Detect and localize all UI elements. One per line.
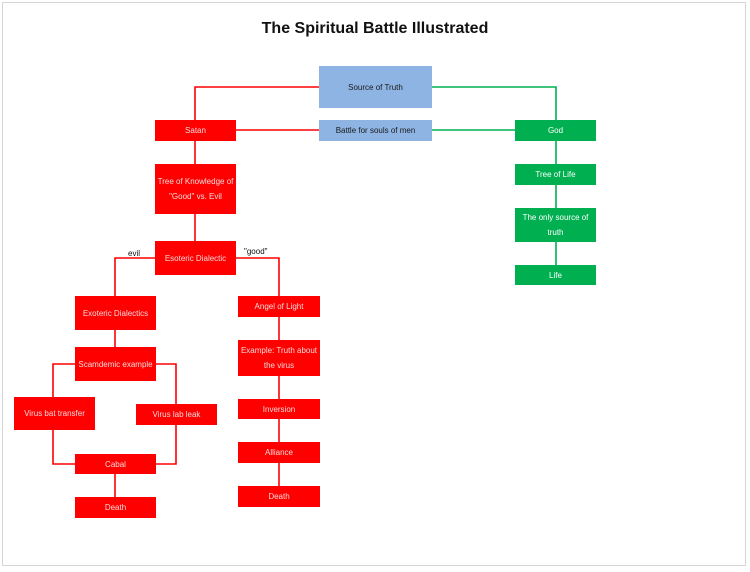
node-scamdemic-example: Scamdemic example bbox=[75, 347, 156, 381]
connector-source-satan bbox=[194, 86, 319, 120]
node-death-left-label: Death bbox=[104, 503, 127, 512]
node-death-left: Death bbox=[75, 497, 156, 518]
node-tree-of-life: Tree of Life bbox=[515, 164, 596, 185]
connector-lab-cabal bbox=[156, 425, 177, 465]
connector-esoteric-angel bbox=[236, 257, 280, 296]
node-satan: Satan bbox=[155, 120, 236, 141]
connector-scamdemic-lab bbox=[156, 363, 177, 404]
node-angel-of-light-label: Angel of Light bbox=[254, 302, 304, 311]
diagram-title: The Spiritual Battle Illustrated bbox=[261, 20, 489, 37]
node-scamdemic-example-label: Scamdemic example bbox=[78, 359, 153, 369]
node-tree-of-knowledge: Tree of Knowledge of "Good" vs. Evil bbox=[155, 164, 236, 214]
node-inversion-label: Inversion bbox=[262, 404, 296, 414]
node-life: Life bbox=[515, 265, 596, 285]
node-death-right: Death bbox=[238, 486, 320, 507]
node-tree-of-life-label: Tree of Life bbox=[535, 170, 576, 179]
node-example-truth-label: Example: Truth about the virus bbox=[240, 346, 318, 370]
page-border bbox=[2, 2, 746, 566]
node-virus-lab-leak-label: Virus lab leak bbox=[152, 410, 201, 419]
node-alliance: Alliance bbox=[238, 442, 320, 463]
node-exoteric-dialectics: Exoteric Dialectics bbox=[75, 296, 156, 330]
node-alliance-label: Alliance bbox=[264, 448, 293, 457]
node-battle: Battle for souls of men bbox=[319, 120, 432, 141]
node-only-source-of-truth: The only source of truth bbox=[515, 208, 596, 242]
connector-scamdemic-bat bbox=[52, 363, 75, 397]
node-cabal-label: Cabal bbox=[105, 459, 126, 469]
node-esoteric-dialectic: Esoteric Dialectic bbox=[155, 241, 236, 275]
node-god: God bbox=[515, 120, 596, 141]
node-satan-label: Satan bbox=[185, 126, 206, 135]
node-angel-of-light: Angel of Light bbox=[238, 296, 320, 317]
node-god-label: God bbox=[547, 126, 564, 135]
edge-label-good: "good" bbox=[244, 247, 268, 256]
node-battle-label: Battle for souls of men bbox=[335, 126, 416, 135]
node-virus-bat-transfer: Virus bat transfer bbox=[14, 397, 95, 430]
node-tree-of-knowledge-label: Tree of Knowledge of "Good" vs. Evil bbox=[157, 177, 234, 201]
node-life-label: Life bbox=[549, 270, 562, 280]
node-example-truth: Example: Truth about the virus bbox=[238, 340, 320, 376]
node-cabal: Cabal bbox=[75, 454, 156, 474]
node-virus-bat-transfer-label: Virus bat transfer bbox=[24, 409, 85, 418]
node-source-of-truth-label: Source of Truth bbox=[348, 82, 403, 92]
node-virus-lab-leak: Virus lab leak bbox=[136, 404, 217, 425]
edge-label-evil: evil bbox=[128, 249, 141, 258]
node-source-of-truth: Source of Truth bbox=[319, 66, 432, 108]
connector-esoteric-exoteric bbox=[114, 257, 155, 296]
node-exoteric-dialectics-label: Exoteric Dialectics bbox=[82, 308, 149, 318]
node-inversion: Inversion bbox=[238, 399, 320, 419]
node-death-right-label: Death bbox=[268, 492, 290, 501]
connector-bat-cabal bbox=[52, 430, 75, 465]
node-only-source-of-truth-label: The only source of truth bbox=[522, 213, 589, 237]
node-esoteric-dialectic-label: Esoteric Dialectic bbox=[164, 253, 227, 263]
connector-source-god bbox=[432, 86, 557, 120]
